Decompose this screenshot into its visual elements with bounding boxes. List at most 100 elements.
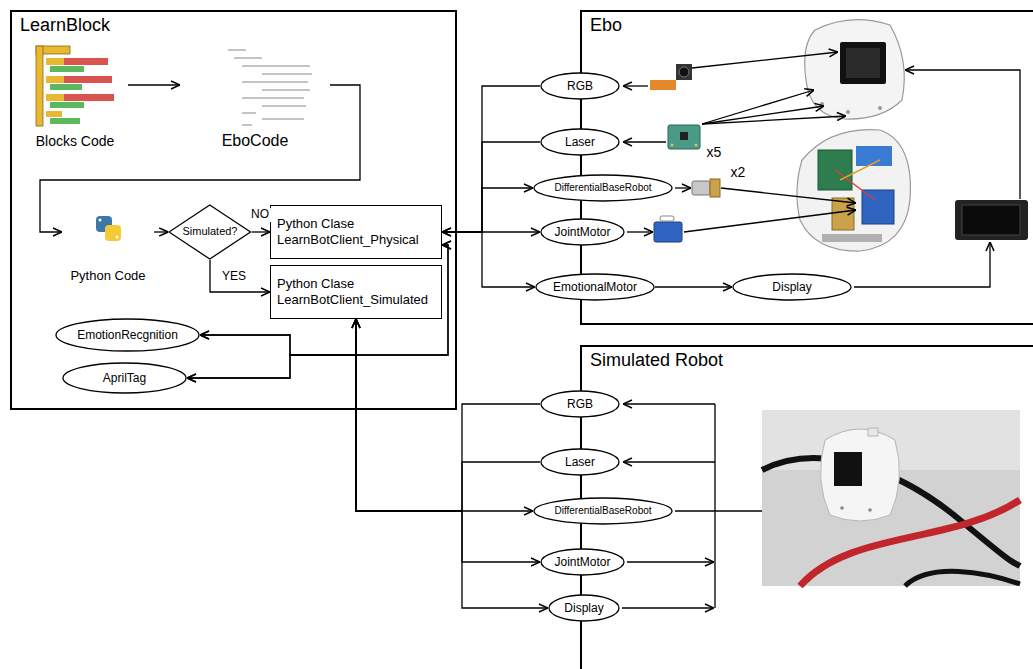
connector-arrow bbox=[356, 319, 540, 562]
interface-name: JointMotor bbox=[554, 225, 610, 239]
wire-arrow bbox=[627, 561, 714, 562]
wire-arrow bbox=[905, 70, 1020, 199]
sensor-board bbox=[668, 125, 700, 149]
wire-arrow bbox=[702, 116, 846, 124]
wire-arrow bbox=[702, 106, 824, 124]
decision-diamond: Simulated? bbox=[168, 204, 252, 260]
ellipse-shape bbox=[549, 595, 619, 621]
ellipse-shape bbox=[536, 274, 654, 300]
wire-arrow bbox=[623, 461, 715, 462]
process-box: Python Clase LearnBotClient_Physical bbox=[270, 205, 442, 259]
camera-lens bbox=[679, 67, 689, 77]
code-block bbox=[36, 46, 43, 126]
logo-part bbox=[99, 219, 102, 222]
ellipse-shape bbox=[733, 274, 851, 300]
blocks-code-picture bbox=[36, 46, 114, 126]
panel-title: Simulated Robot bbox=[590, 350, 1025, 372]
figure-caption: EboCode bbox=[222, 131, 289, 150]
wire-arrow bbox=[627, 231, 653, 232]
interface-name: JointMotor bbox=[554, 555, 610, 569]
wire-arrow bbox=[684, 210, 856, 232]
branch-label: NO bbox=[249, 208, 271, 222]
code-line bbox=[242, 81, 308, 83]
panel-frame bbox=[955, 200, 1028, 240]
code-block bbox=[64, 58, 108, 65]
sensor-hole bbox=[846, 110, 850, 114]
wire bbox=[840, 160, 880, 180]
head-screen bbox=[840, 42, 886, 84]
camera-body bbox=[676, 64, 692, 80]
motor-gearbox bbox=[710, 179, 720, 197]
code-figure: Blocks Code bbox=[22, 42, 128, 150]
code-figure: EboCode bbox=[180, 42, 330, 150]
wire-arrow bbox=[692, 52, 838, 68]
sensor-chip bbox=[680, 132, 688, 140]
diamond-shape bbox=[169, 205, 251, 259]
panel-title: Ebo bbox=[590, 15, 1025, 37]
code-line bbox=[234, 57, 262, 59]
panel-screen bbox=[962, 205, 1020, 235]
servo-motor bbox=[654, 216, 682, 242]
connector-arrow bbox=[356, 319, 533, 511]
code-text-picture bbox=[228, 50, 312, 125]
code-block bbox=[50, 102, 84, 108]
wire bbox=[835, 170, 875, 200]
interface-ellipse: Display bbox=[548, 594, 620, 622]
interface-ellipse: RGB bbox=[540, 72, 620, 100]
code-block bbox=[46, 76, 64, 83]
servo-horn bbox=[660, 216, 674, 221]
simulator-panel: Simulated RobotRGBLaserDifferentialBaseR… bbox=[580, 345, 1033, 669]
code-line bbox=[262, 73, 312, 75]
wire-arrow bbox=[675, 187, 691, 188]
head-shell bbox=[805, 20, 905, 119]
label-anchor: NO bbox=[249, 208, 271, 222]
connector-arrow bbox=[128, 84, 180, 85]
decision-text: Simulated? bbox=[182, 225, 237, 238]
head-screen bbox=[846, 48, 880, 78]
connector-arrow bbox=[356, 319, 540, 511]
quantity-label: x5 bbox=[705, 144, 724, 160]
interface-ellipse: EmotionalMotor bbox=[535, 273, 655, 301]
panel-title: LearnBlock bbox=[20, 15, 447, 37]
wire-arrow bbox=[623, 141, 666, 142]
code-block bbox=[50, 84, 82, 90]
quantity-label: x2 bbox=[729, 164, 748, 180]
system-panel: LearnBlockBlocks CodeEboCodePython Code S… bbox=[10, 10, 457, 410]
code-line bbox=[242, 112, 256, 114]
sensor-pin bbox=[671, 144, 674, 147]
sim-bus bbox=[714, 404, 715, 608]
body-shell bbox=[797, 130, 910, 251]
ellipse-shape bbox=[541, 391, 619, 417]
code-line bbox=[262, 118, 304, 120]
component-ellipse: AprilTag bbox=[62, 362, 187, 394]
ellipse-shape bbox=[541, 449, 619, 475]
interface-name: Laser bbox=[565, 135, 595, 149]
code-line bbox=[262, 105, 306, 107]
code-figure: Python Code bbox=[62, 212, 154, 284]
connector-arrow bbox=[356, 319, 548, 608]
robot-panel: EboRGBLaserDifferentialBaseRobotJointMot… bbox=[580, 10, 1033, 325]
servo-inside bbox=[862, 190, 894, 224]
interface-ellipse: JointMotor bbox=[540, 548, 625, 576]
code-line bbox=[242, 97, 304, 99]
interface-name: DifferentialBaseRobot bbox=[554, 182, 651, 194]
label-anchor: YES bbox=[220, 270, 248, 284]
interface-name: RGB bbox=[567, 397, 593, 411]
connector-arrow bbox=[154, 231, 168, 232]
code-line bbox=[242, 124, 252, 126]
code-line bbox=[228, 49, 246, 51]
robot-screen bbox=[834, 452, 862, 486]
connector-arrow bbox=[252, 231, 270, 232]
code-block bbox=[50, 118, 80, 124]
hardware-wires bbox=[623, 52, 1020, 287]
wire-arrow bbox=[622, 607, 714, 608]
robot-open-body bbox=[797, 130, 910, 251]
ellipse-shape bbox=[541, 549, 624, 575]
connector-arrow bbox=[356, 319, 540, 511]
connector-arrow bbox=[187, 319, 356, 378]
interface-ellipse: JointMotor bbox=[540, 218, 625, 246]
process-text: Python Clase LearnBotClient_Simulated bbox=[277, 276, 435, 307]
code-block bbox=[50, 66, 84, 72]
component-name: EmotionRecgnition bbox=[77, 328, 178, 342]
